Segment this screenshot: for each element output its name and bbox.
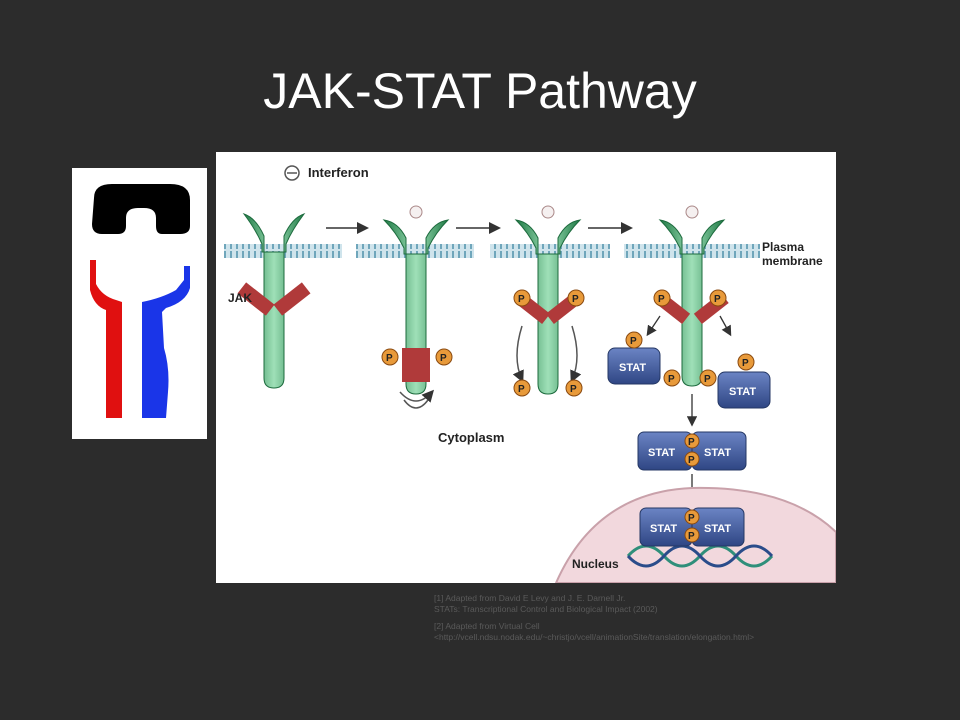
phosphate-nuclear-bottom — [684, 527, 700, 543]
phosphate-jak-right — [567, 289, 585, 307]
phosphate-receptor-left — [663, 369, 681, 387]
phosphate-nuclear-top — [684, 509, 700, 525]
reference-1: [1] Adapted from David E Levy and J. E. … — [434, 593, 904, 615]
stat-label: STAT — [648, 447, 675, 459]
jak-kinase-left — [237, 282, 275, 316]
phosphate-label: P — [518, 384, 525, 395]
nucleus-label: Nucleus — [572, 557, 619, 571]
phosphate-label: P — [714, 294, 721, 305]
jak-kinase-right — [273, 282, 311, 316]
phosphate-label: P — [688, 531, 695, 542]
phosphate-label: P — [518, 294, 525, 305]
phosphate-receptor-right — [565, 379, 583, 397]
interferon-legend: Interferon — [284, 165, 369, 181]
phosphate-stat-right — [737, 353, 755, 371]
membrane-segment-4 — [624, 244, 760, 258]
phosphate-label: P — [570, 384, 577, 395]
phosphate-right — [435, 348, 453, 366]
phosphate-label: P — [688, 513, 695, 524]
stat-label: STAT — [650, 523, 677, 535]
plasma-label: Plasma — [762, 240, 804, 254]
reference-2-line-1: [2] Adapted from Virtual Cell — [434, 621, 540, 631]
references: [1] Adapted from David E Levy and J. E. … — [434, 593, 904, 649]
phosphorylation-arrow-left — [512, 325, 524, 383]
interferon-ligand — [409, 205, 423, 219]
phosphate-jak-right — [709, 289, 727, 307]
stat-dimer-right — [691, 431, 747, 471]
phosphorylation-arrow-right — [570, 325, 582, 383]
receptor-stage-1: JAK — [228, 213, 311, 389]
reference-2-line-2: <http://vcell.ndsu.nodak.edu/~christjo/v… — [434, 632, 755, 642]
receptor-stage-3: P P P P — [512, 205, 585, 397]
phosphate-label: P — [630, 336, 637, 347]
pathway-svg: Interferon Plasma membrane JAK P — [224, 165, 836, 583]
slide-title: JAK-STAT Pathway — [263, 63, 697, 119]
membrane-segment-3 — [490, 244, 610, 258]
phosphate-jak-left — [513, 289, 531, 307]
phosphate-left-label: P — [386, 353, 393, 364]
reference-1-line-2: STATs: Transcriptional Control and Biolo… — [434, 604, 658, 614]
phosphate-dimer-top — [684, 433, 700, 449]
phosphate-dimer-bottom — [684, 451, 700, 467]
membrane-segment-1 — [224, 244, 342, 258]
receptor-red-chain — [90, 260, 122, 418]
interferon-ligand — [541, 205, 555, 219]
stat-label: STAT — [729, 386, 756, 398]
interferon-ligand-icon — [92, 184, 190, 234]
nucleus: Nucleus STAT STAT P P — [554, 486, 836, 583]
receptor-blue-chain — [142, 266, 190, 418]
membrane-label: membrane — [762, 254, 823, 268]
phosphate-right-label: P — [440, 353, 447, 364]
interferon-ligand — [685, 205, 699, 219]
phosphate-receptor-left — [513, 379, 531, 397]
phosphate-receptor-right — [699, 369, 717, 387]
stat-label: STAT — [704, 523, 731, 535]
phosphate-stat-left — [625, 331, 643, 349]
receptor-icon-panel — [72, 168, 207, 439]
receptor-stage-2: P P — [381, 205, 453, 409]
reference-1-line-1: [1] Adapted from David E Levy and J. E. … — [434, 593, 626, 603]
phosphate-label: P — [742, 358, 749, 369]
stat-recruit-arrow-left — [646, 315, 661, 337]
jak-kinase-pair — [402, 348, 430, 382]
transphosphorylation-arrows — [399, 389, 434, 403]
phosphate-jak-left — [653, 289, 671, 307]
receptor-dimer-icon — [90, 184, 190, 418]
phosphate-label: P — [688, 437, 695, 448]
cytoplasm-label: Cytoplasm — [438, 430, 504, 445]
phosphate-label: P — [688, 455, 695, 466]
phosphate-left — [381, 348, 399, 366]
phosphate-label: P — [658, 294, 665, 305]
phosphate-label: P — [668, 374, 675, 385]
jak-label: JAK — [228, 291, 252, 305]
dna-strand-b — [626, 544, 774, 568]
interferon-legend-label: Interferon — [308, 165, 369, 180]
reference-2: [2] Adapted from Virtual Cell <http://vc… — [434, 621, 904, 643]
membrane-segment-2 — [356, 244, 474, 258]
jak-stat-diagram: Interferon Plasma membrane JAK P — [216, 152, 836, 583]
stat-monomer-right — [717, 371, 771, 409]
stat-label: STAT — [704, 447, 731, 459]
phosphate-label: P — [704, 374, 711, 385]
phosphate-label: P — [572, 294, 579, 305]
stat-dimer-nuclear-right — [691, 507, 745, 547]
stat-label: STAT — [619, 362, 646, 374]
stat-recruit-arrow-right — [719, 315, 732, 337]
receptor-stage-4: P P STAT P P P STAT P STAT STAT — [607, 205, 771, 501]
